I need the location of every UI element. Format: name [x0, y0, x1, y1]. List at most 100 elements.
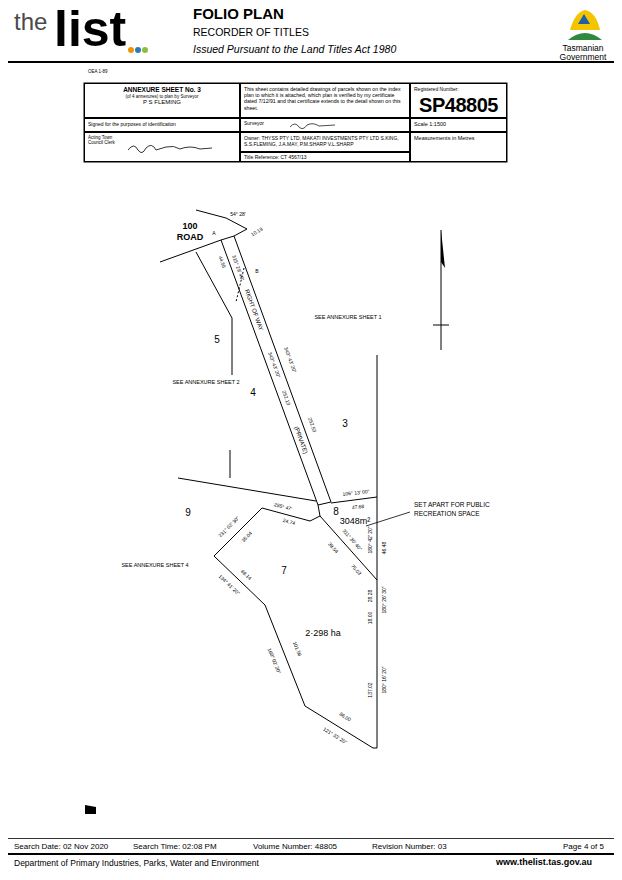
parcel-boundaries: [160, 210, 377, 748]
footer-rule: [8, 838, 614, 840]
north-cross: [433, 325, 449, 326]
right-of-way-edge: [221, 229, 247, 240]
distance-label: 46.48: [382, 542, 387, 555]
cell-heading: ANNEXURE SHEET No. 3: [88, 86, 236, 94]
table-cell: Measurements in Metres: [410, 132, 507, 162]
distance-label: 86.00: [338, 712, 351, 723]
footer-text: Search Date: 02 Nov 2020: [14, 843, 108, 851]
table-cell: Scale 1:1500: [410, 118, 507, 132]
distance-label: 68.14: [240, 569, 252, 581]
signature-mark: [290, 124, 335, 129]
agency-name: Tasmanian Government: [551, 44, 615, 61]
cell-text: P S FLEMING: [88, 99, 236, 106]
footer-text: Revision Number: 03: [372, 843, 447, 851]
road-name: ROAD: [177, 233, 204, 242]
header-subtitle: RECORDER OF TITLES: [193, 27, 309, 38]
logo-text: list: [54, 4, 126, 54]
distance-label: 75.03: [350, 564, 362, 577]
road-boundary: [160, 240, 221, 262]
bearing-label: 231° 02' 30": [218, 516, 241, 539]
lot-boundary: [331, 497, 377, 503]
road-boundary: [196, 210, 247, 229]
point-label: A: [212, 231, 215, 236]
footer-text: Volume Number: 48805: [253, 843, 337, 851]
lot-boundary: [230, 450, 231, 478]
distance-label: 252.53: [307, 417, 317, 433]
table-cell: Registered Number: SP48805: [410, 83, 507, 118]
form-code: OEA 1-89: [88, 70, 108, 75]
lot-boundary: [214, 505, 377, 748]
cell-heading: This sheet contains detailed drawings of…: [244, 86, 406, 111]
bearing-label: 285° 47': [274, 502, 293, 512]
page-title: FOLIO PLAN: [193, 6, 284, 21]
area-label: 2·298 ha: [305, 629, 341, 638]
lot-boundary: [178, 478, 316, 501]
lot-boundary: [196, 252, 232, 375]
cell-heading: Acting Town Council Clerk: [88, 135, 124, 146]
emblem-land: [568, 33, 602, 40]
logo-dot: [135, 47, 141, 53]
cell-heading: Registered Number:: [414, 86, 503, 92]
bearing-label: 106° 13' 00": [342, 489, 369, 497]
bearing-label: 180° 42' 20": [368, 527, 373, 554]
bearing-label: 180° 16' 20": [382, 667, 387, 694]
cell-heading: Owner: THYSS PTY LTD, MAKATI INVESTMENTS…: [244, 135, 406, 147]
footer-text: Page 4 of 5: [563, 843, 604, 851]
table-cell: ANNEXURE SHEET No. 3(of 4 annexures) to …: [84, 83, 240, 118]
cross-reference: SEE ANNEXURE SHEET 2: [172, 380, 239, 386]
table-frame: [84, 83, 507, 162]
leader-line: [366, 512, 410, 526]
distance-label: 18.00: [368, 612, 373, 625]
footer-rule: [8, 853, 614, 855]
bearing-label: 54° 28': [230, 212, 245, 217]
table-cell: Surveyor: [240, 118, 410, 132]
north-arrow: [433, 230, 449, 350]
lot-number: 3: [342, 419, 348, 429]
bearing-label: 160° 02' 20": [267, 648, 282, 675]
cross-reference: SEE ANNEXURE SHEET 1: [314, 315, 381, 321]
signature-mark: [128, 145, 212, 152]
road-name: 100: [182, 222, 197, 231]
bearing-label: 134° 41' 20": [218, 574, 241, 596]
bearing-label: 315° 29' 40": [231, 254, 245, 281]
logo-text: the: [14, 10, 47, 34]
row-label: (PRIVATE): [293, 425, 308, 454]
distance-label: 44.56: [218, 255, 227, 268]
lot-number: 7: [281, 566, 287, 576]
right-of-way-edge: [318, 502, 331, 505]
distance-label: 10.19: [250, 227, 263, 238]
logo-dot: [142, 47, 148, 53]
right-of-way-edge: [221, 240, 318, 505]
header-subtitle: Issued Pursuant to the Land Titles Act 1…: [193, 44, 396, 55]
area-label: 3048m²: [340, 517, 371, 526]
lot-number: 8: [333, 507, 339, 517]
footer-text: Search Time: 02:08 PM: [133, 843, 217, 851]
logo-dot: [128, 47, 134, 53]
north-head: [441, 230, 445, 268]
cell-heading: Scale 1:1500: [414, 121, 503, 128]
lot-number: 9: [185, 508, 191, 518]
note-text: SET APART FOR PUBLIC RECREATION SPACE: [414, 500, 514, 518]
cell-heading: Measurements in Metres: [414, 135, 503, 142]
bearing-label: 180° 26' 30": [382, 587, 387, 614]
bearing-label: 311° 30' 40": [341, 528, 362, 551]
cell-heading: Signed for the purposes of identificatio…: [88, 121, 236, 127]
lot-number: 5: [214, 335, 220, 345]
cell-text: SP48805: [414, 95, 503, 115]
government-emblem: [568, 10, 602, 40]
emblem-sun: [570, 10, 600, 30]
distance-label: 47.68: [352, 504, 365, 510]
corner-tab: [85, 805, 96, 814]
distance-label: 252.13: [281, 390, 291, 406]
cell-text: (of 4 annexures) to plan by Surveyor: [88, 94, 236, 99]
table-cell: Acting Town Council Clerk: [84, 132, 240, 162]
distance-label: 24.74: [282, 518, 295, 526]
table-cell: Owner: THYSS PTY LTD, MAKATI INVESTMENTS…: [240, 132, 410, 152]
footer-url: www.thelist.tas.gov.au: [496, 858, 592, 867]
right-of-way-edge: [234, 236, 331, 502]
bearing-label: 343° 43' 20": [283, 346, 297, 373]
cross-reference: SEE ANNEXURE SHEET 4: [121, 563, 188, 569]
distance-label: 28.28: [368, 590, 373, 603]
cell-heading: Title Reference: CT 4567/13: [244, 154, 406, 160]
